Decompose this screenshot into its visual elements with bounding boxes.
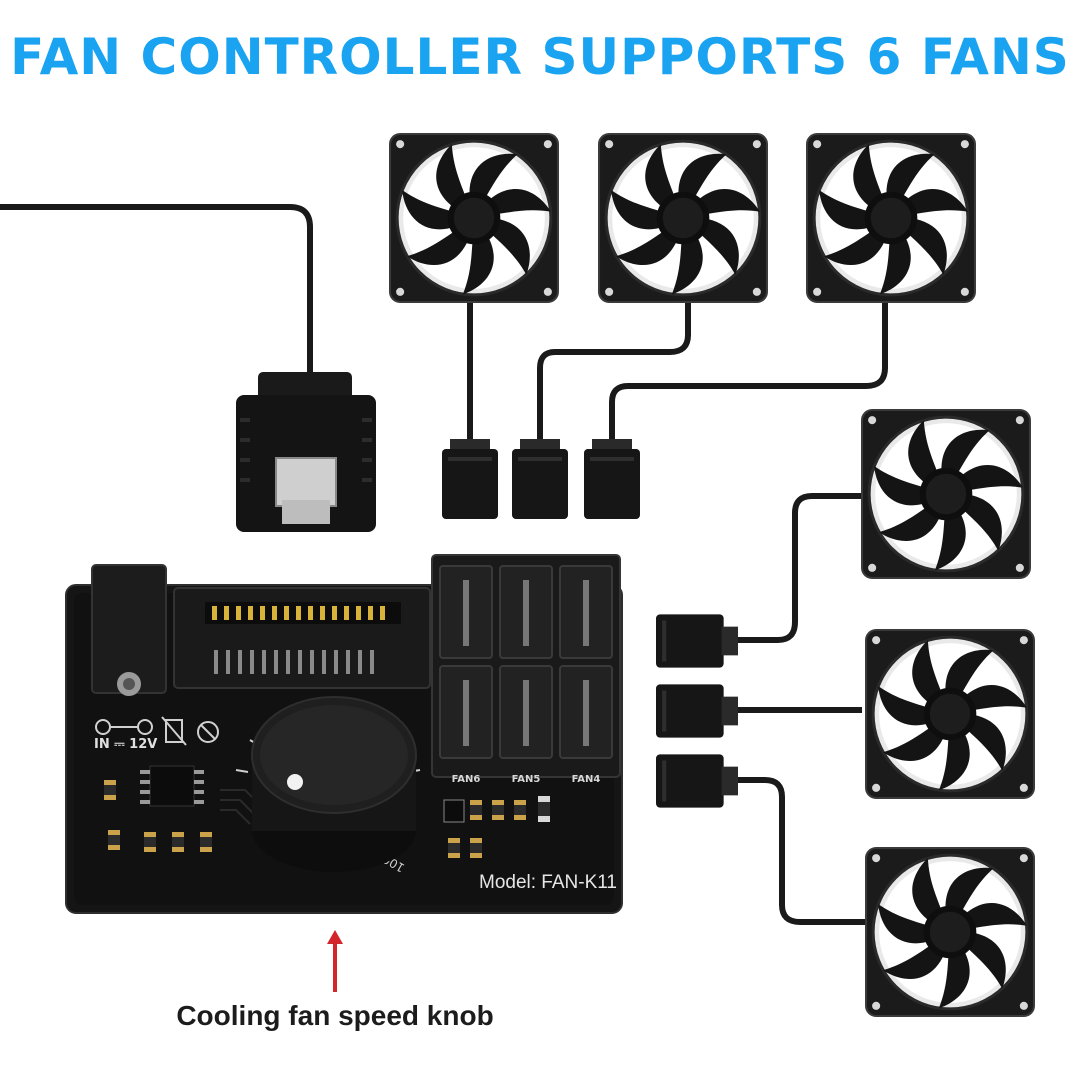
header-label-3: FAN4 xyxy=(572,774,601,785)
fan-icon xyxy=(388,132,560,304)
knob-icon[interactable] xyxy=(251,696,417,872)
fan-plug-6 xyxy=(656,754,738,808)
model-label: Model: FAN-K11 xyxy=(479,872,617,893)
fan-plug-3 xyxy=(584,439,640,519)
fan-icon xyxy=(597,132,769,304)
fan-plug-5 xyxy=(656,684,738,738)
fan-icon xyxy=(860,408,1032,580)
header-label-2: FAN5 xyxy=(512,774,541,785)
headline: FAN CONTROLLER SUPPORTS 6 FANS xyxy=(10,28,1070,86)
controller-board: FAN6 FAN5 FAN4 IN ⎓ 12V xyxy=(65,554,623,914)
arrow-up-icon xyxy=(327,930,343,992)
fan-icon xyxy=(864,628,1036,800)
caption: Cooling fan speed knob xyxy=(176,1000,494,1031)
fan-icon xyxy=(805,132,977,304)
header-label-1: FAN6 xyxy=(452,774,481,785)
fan-plug-2 xyxy=(512,439,568,519)
sata-power-connector xyxy=(236,372,376,532)
fan-plug-1 xyxy=(442,439,498,519)
fan-icon xyxy=(864,846,1036,1018)
fan-plug-4 xyxy=(656,614,738,668)
power-label: IN ⎓ 12V xyxy=(94,737,157,752)
